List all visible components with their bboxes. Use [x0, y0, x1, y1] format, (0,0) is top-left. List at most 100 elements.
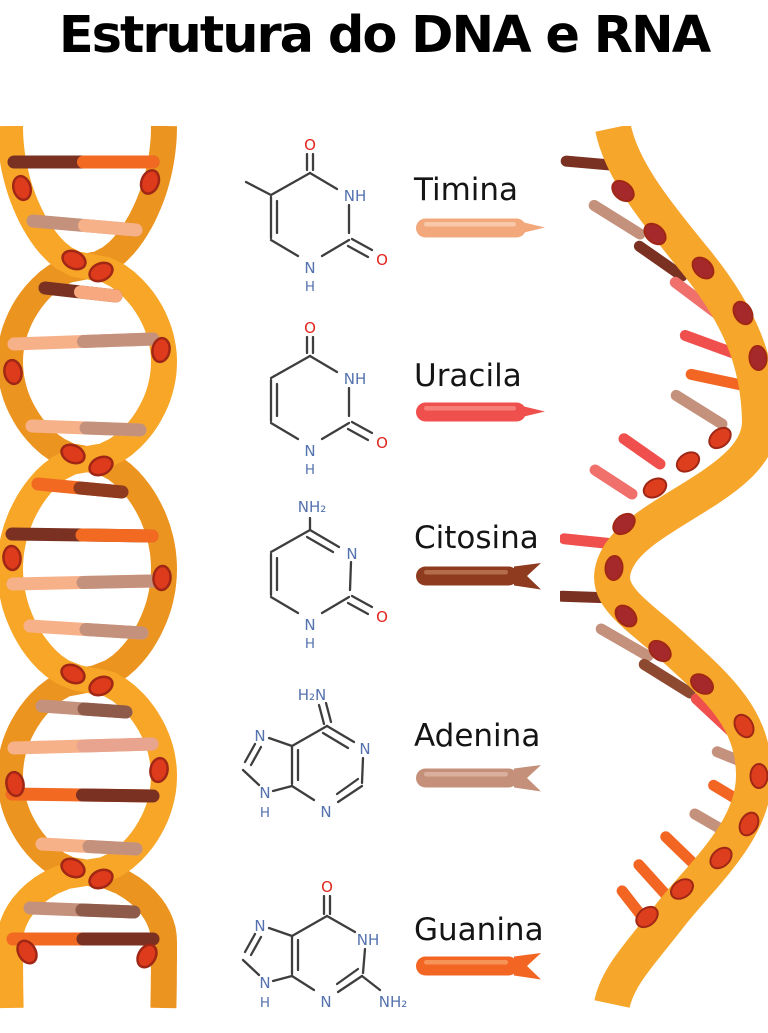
- bond-line: [269, 354, 312, 380]
- atom-label: NH₂: [298, 498, 327, 516]
- bond-line: [360, 756, 365, 785]
- bond-line: [360, 974, 382, 992]
- backbone-dot: [604, 555, 624, 581]
- dna-strand-front: [0, 126, 177, 1010]
- base-pair-rung-right: [74, 285, 123, 303]
- bond-line: [269, 528, 312, 554]
- bond-line: [348, 560, 353, 592]
- plug-tip: [522, 222, 545, 233]
- atom-label: H: [260, 805, 270, 821]
- atom-label: N: [304, 442, 315, 460]
- bond-line: [361, 947, 367, 975]
- bar-body: [416, 218, 526, 238]
- backbone-dot: [709, 846, 733, 870]
- rna-base-stick: [670, 389, 728, 430]
- backbone-dot: [5, 770, 25, 798]
- rna-base-stick: [633, 859, 673, 902]
- bond-line: [271, 974, 294, 983]
- rna-base-stick: [679, 330, 742, 360]
- bond-line: [350, 594, 374, 609]
- backbone-dot: [88, 675, 114, 697]
- bond-line: [290, 914, 329, 938]
- bond-line: [269, 171, 312, 197]
- backbone-dot: [635, 905, 659, 929]
- adenina-label: Adenina: [414, 718, 541, 754]
- bond-line: [335, 777, 360, 796]
- backbone-dot: [670, 878, 694, 900]
- atom-label: O: [376, 608, 388, 626]
- rna-base-stick: [589, 464, 638, 500]
- backbone-dot: [3, 358, 23, 386]
- base-pair-rung-right: [79, 421, 147, 437]
- bond-line: [350, 420, 374, 435]
- bond-line: [350, 237, 374, 252]
- atom-label: H: [305, 279, 315, 295]
- bond-line: [243, 742, 257, 764]
- atom-label: O: [376, 251, 388, 269]
- backbone-dot: [643, 222, 667, 246]
- bond-line: [290, 974, 316, 992]
- guanina-connector-bar: [416, 953, 541, 980]
- backbone-dot: [612, 512, 636, 536]
- bond-line: [269, 595, 300, 615]
- rna-backbone-dots: [604, 179, 768, 929]
- atom-label: O: [304, 136, 316, 154]
- backbone-dot: [749, 763, 768, 789]
- bond-line: [290, 724, 329, 748]
- atom-label: H₂N: [298, 686, 327, 704]
- bar-highlight: [424, 772, 508, 777]
- backbone-dot: [151, 336, 171, 364]
- timina-connector-bar: [416, 218, 545, 238]
- citosina-label: Citosina: [414, 520, 539, 556]
- adenina-connector-bar: [416, 765, 541, 792]
- backbone-dot: [748, 345, 768, 371]
- atom-label: N: [259, 784, 270, 802]
- backbone-dot: [732, 300, 754, 326]
- backbone-dot: [61, 249, 87, 271]
- plug-tip: [522, 406, 545, 417]
- bond-line: [320, 421, 351, 441]
- bond-line: [324, 701, 333, 724]
- bar-highlight: [424, 570, 508, 575]
- backbone-dot: [152, 564, 172, 592]
- backbone-dot: [691, 256, 715, 280]
- bond-line: [308, 528, 341, 549]
- bond-line: [320, 238, 351, 258]
- atom-label: N: [304, 616, 315, 634]
- base-pair-rung-right: [76, 574, 160, 589]
- citosina-connector-bar: [416, 563, 541, 590]
- bond-line: [249, 935, 263, 957]
- atom-label: NH: [344, 370, 367, 388]
- bond-line: [325, 914, 357, 934]
- atom-label: H: [260, 995, 270, 1011]
- base-pair-rung-right: [77, 332, 160, 348]
- bond-line: [269, 421, 300, 441]
- timina-label: Timina: [414, 172, 519, 208]
- base-pair-rung-right: [75, 903, 141, 919]
- bond-line: [317, 703, 326, 726]
- bond-line: [336, 974, 364, 994]
- bond-line: [241, 768, 261, 787]
- bar-body: [416, 768, 518, 788]
- bond-line: [336, 784, 364, 804]
- atom-label: NH: [344, 187, 367, 205]
- rna-single-strand: [560, 126, 768, 1009]
- atom-label: N: [320, 803, 331, 821]
- page-title: Estrutura do DNA e RNA: [58, 6, 711, 65]
- backbone-dot: [88, 455, 114, 477]
- socket-fork: [514, 765, 541, 792]
- backbone-dot: [614, 604, 638, 628]
- backbone-dot: [733, 713, 755, 739]
- atom-label: N: [254, 727, 265, 745]
- backbone-dot: [2, 544, 22, 572]
- bar-body: [416, 566, 518, 586]
- backbone-dot: [16, 939, 38, 965]
- atom-label: NH₂: [379, 993, 408, 1011]
- base-pair-rung-right: [75, 528, 159, 543]
- atom-label: N: [254, 917, 265, 935]
- rna-base-stick: [638, 658, 696, 699]
- rna-base-stick: [588, 199, 646, 240]
- backbone-dot: [11, 174, 33, 202]
